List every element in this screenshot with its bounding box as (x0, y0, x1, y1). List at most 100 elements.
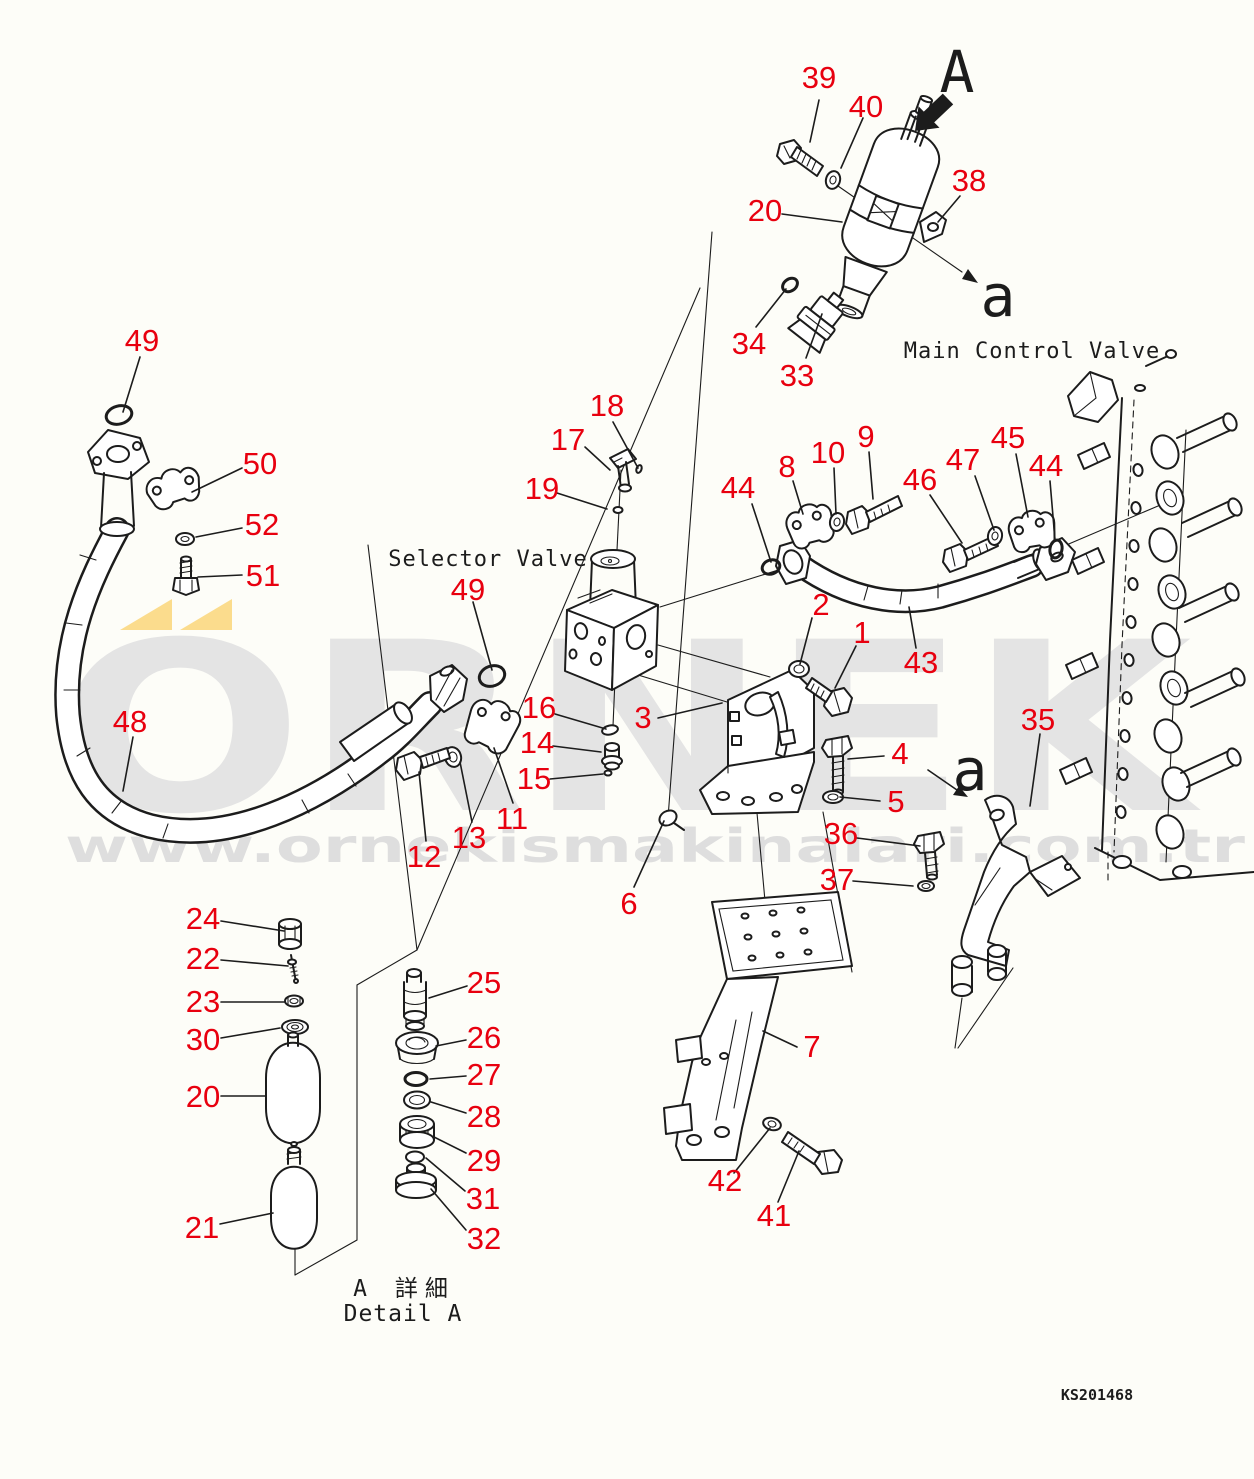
callout-leader-11 (493, 747, 514, 804)
part-callout-49: 49 (125, 323, 159, 358)
callout-leader-14 (552, 745, 602, 753)
callout-leader-49 (122, 356, 141, 413)
detail-a-label-en: Detail A (344, 1301, 463, 1327)
view-label-A: A (940, 38, 975, 106)
part-callout-50: 50 (243, 446, 277, 481)
section-arrow-A (915, 93, 954, 131)
part-callout-3: 3 (634, 700, 651, 735)
callout-leader-45 (1015, 453, 1029, 518)
callout-leader-15 (549, 773, 604, 780)
callout-leader-47 (974, 475, 995, 531)
callout-leader-43 (908, 606, 917, 649)
part-11-clamp (463, 698, 522, 755)
part-2-washer (788, 660, 810, 678)
part-19-washer (612, 506, 624, 514)
part-callout-28: 28 (467, 1099, 501, 1134)
mcv-port-cylinders (1176, 412, 1246, 788)
part-callout-17: 17 (551, 422, 585, 457)
callout-leader-38 (937, 195, 961, 223)
callout-leader-6 (633, 820, 665, 888)
part-34-oring (781, 276, 799, 294)
part-35-bracket (951, 794, 1081, 997)
part-callout-18: 18 (590, 388, 624, 423)
part-27-oring (403, 1071, 429, 1087)
callout-leader-31 (425, 1157, 466, 1192)
part-callout-51: 51 (246, 558, 280, 593)
callout-leader-17 (584, 446, 611, 471)
part-callout-5: 5 (887, 784, 904, 819)
callout-leader-49 (472, 601, 493, 671)
part-callout-49: 49 (451, 572, 485, 607)
part-31-ring (405, 1150, 425, 1164)
part-callout-2: 2 (812, 587, 829, 622)
part-callout-11: 11 (496, 801, 528, 836)
part-callout-9: 9 (857, 419, 874, 454)
callout-leader-4 (847, 755, 885, 760)
callout-leader-46 (929, 494, 963, 544)
callout-leader-27 (429, 1075, 467, 1080)
part-callout-44: 44 (1029, 448, 1063, 483)
callout-leader-8 (792, 480, 804, 515)
part-49-oring-mid (477, 664, 507, 688)
part-callout-41: 41 (757, 1198, 791, 1233)
callout-leader-5 (839, 796, 881, 802)
part-10-washer (828, 512, 846, 532)
part-callout-7: 7 (803, 1029, 820, 1064)
part-26-seat (395, 1031, 439, 1065)
watermark-accent-triangle (180, 599, 232, 630)
callout-leader-32 (430, 1188, 467, 1231)
part-callout-26: 26 (467, 1020, 501, 1055)
part-callout-16: 16 (522, 690, 556, 725)
part-selector-valve (564, 549, 659, 691)
view-label-a-mid: a (953, 736, 988, 804)
callout-leader-29 (433, 1136, 467, 1154)
part-callout-35: 35 (1021, 702, 1055, 737)
callout-leader-39 (809, 99, 820, 143)
part-callout-22: 22 (186, 941, 220, 976)
callout-leader-9 (868, 451, 874, 500)
main-control-valve-label: Main Control Valve (904, 339, 1160, 364)
part-callout-37: 37 (820, 862, 854, 897)
callout-leader-36 (856, 837, 921, 847)
callout-leader-25 (428, 985, 468, 999)
part-callout-39: 39 (802, 60, 836, 95)
part-callout-32: 32 (467, 1221, 501, 1256)
part-48-hose (54, 429, 468, 844)
part-30-washer (281, 1019, 309, 1035)
part-callout-20: 20 (186, 1079, 220, 1114)
drawing-layer (54, 93, 1254, 1276)
callout-leader-40 (840, 117, 864, 169)
part-36-bolt (913, 831, 945, 881)
callout-leader-2 (799, 617, 813, 665)
callout-leader-19 (556, 492, 608, 510)
part-50-clamp (145, 466, 201, 511)
callout-leader-3 (657, 702, 723, 719)
part-callout-24: 24 (186, 901, 220, 936)
callout-leader-7 (762, 1030, 798, 1048)
part-callout-15: 15 (517, 761, 551, 796)
callout-leader-35 (1029, 733, 1041, 807)
part-callout-42: 42 (708, 1163, 742, 1198)
callout-leader-12 (418, 771, 427, 842)
part-callout-34: 34 (732, 326, 766, 361)
callout-leader-34 (755, 288, 787, 328)
part-16-oring (601, 724, 619, 736)
part-8-clamp (785, 503, 835, 550)
part-main-control-valve (1059, 349, 1254, 881)
part-44-oring-right (1048, 538, 1064, 560)
callout-leader-22 (220, 959, 289, 967)
part-52-washer (175, 532, 195, 546)
part-14-plug (601, 742, 623, 771)
callout-leader-52 (195, 527, 243, 538)
callout-leader-28 (430, 1101, 467, 1114)
callout-leader-1 (834, 645, 857, 689)
part-42-washer (762, 1116, 782, 1132)
detail-a-boundary (294, 949, 418, 1276)
part-44-oring-left (760, 558, 782, 576)
callout-leader-37 (852, 880, 914, 887)
part-callout-10: 10 (811, 435, 845, 470)
part-callout-8: 8 (778, 449, 795, 484)
callout-leader-33 (805, 313, 823, 359)
